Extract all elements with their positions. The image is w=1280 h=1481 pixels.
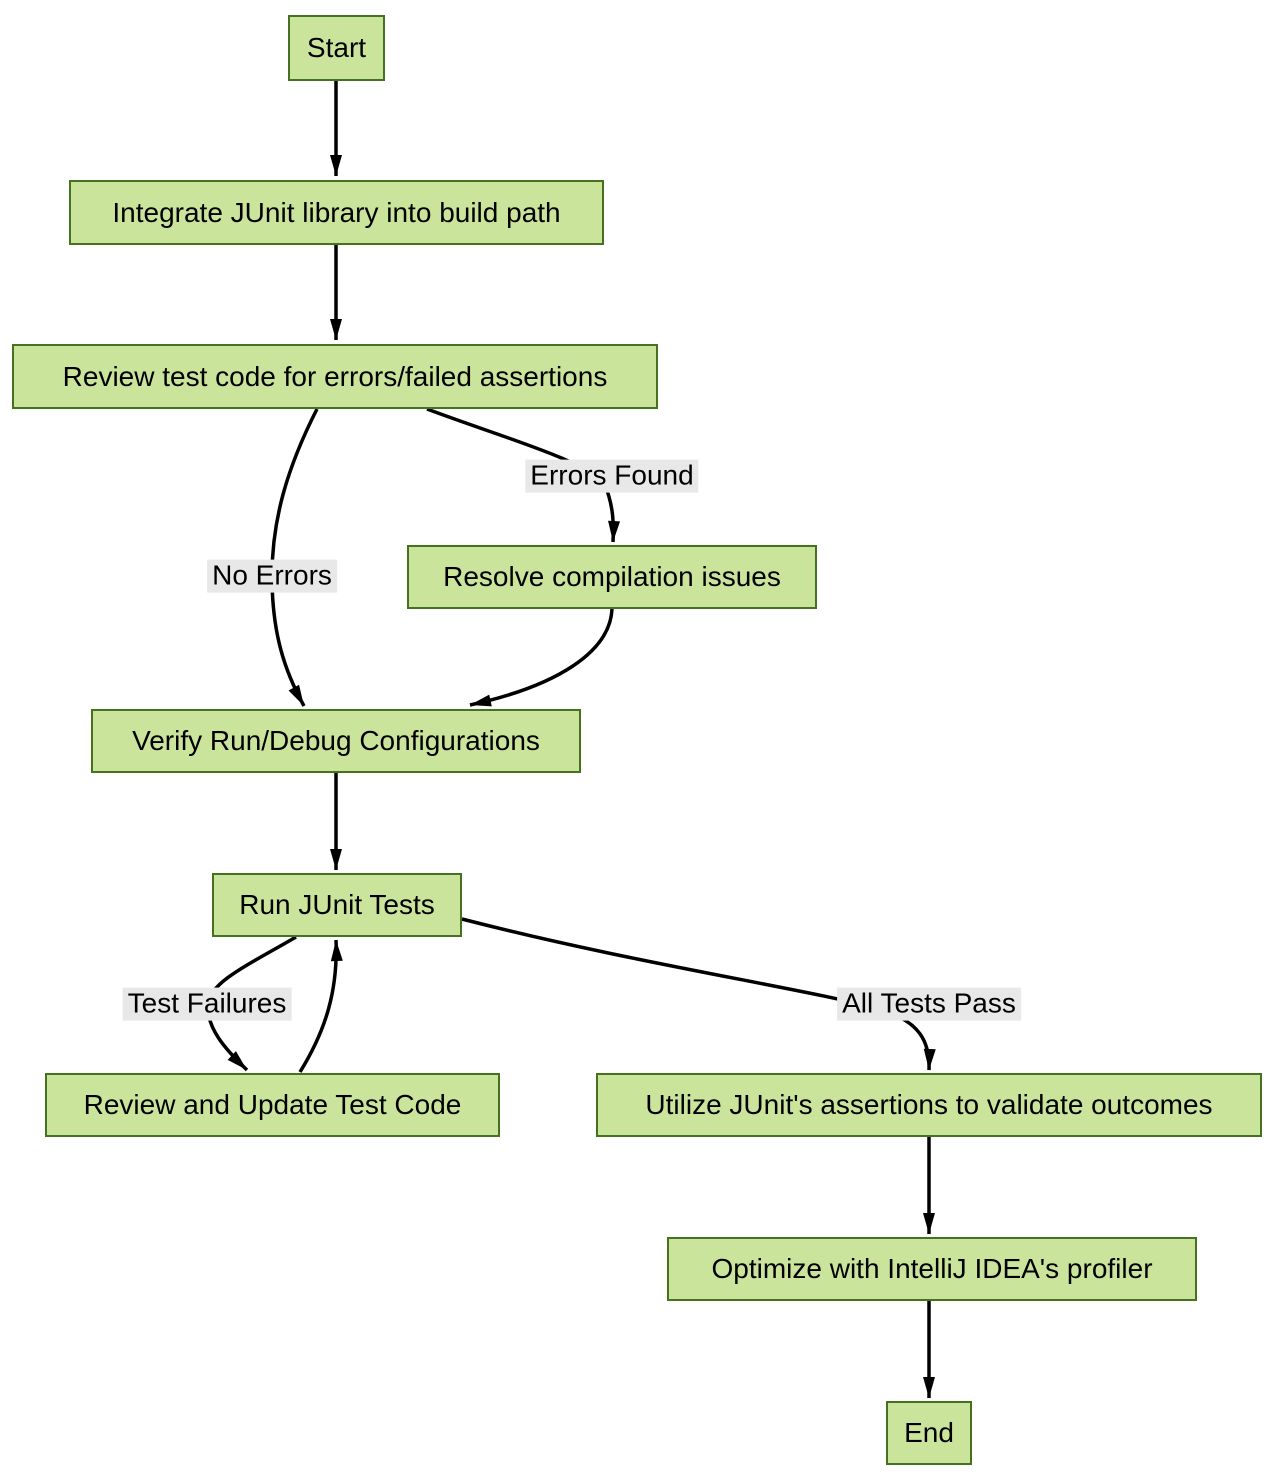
edge-label-test-failures: Test Failures: [122, 987, 292, 1021]
node-start: Start: [288, 15, 385, 81]
edge-label-all-tests-pass: All Tests Pass: [837, 987, 1021, 1021]
node-review-update-test-code: Review and Update Test Code: [45, 1073, 500, 1137]
node-verify-configurations: Verify Run/Debug Configurations: [91, 709, 581, 773]
edge-review-verify: [270, 408, 319, 707]
edge-resolve-verify: [469, 608, 614, 707]
edge-label-errors-found: Errors Found: [525, 459, 699, 493]
node-optimize-profiler: Optimize with IntelliJ IDEA's profiler: [667, 1237, 1197, 1301]
node-resolve-compilation: Resolve compilation issues: [407, 545, 817, 609]
edge-reviewupdate-run: [298, 939, 343, 1073]
node-utilize-assertions: Utilize JUnit's assertions to validate o…: [596, 1073, 1262, 1137]
node-end: End: [886, 1401, 972, 1465]
node-integrate-junit: Integrate JUnit library into build path: [69, 180, 604, 245]
node-run-junit-tests: Run JUnit Tests: [212, 873, 462, 937]
edge-run-utilize: [461, 917, 936, 1071]
node-review-test-code: Review test code for errors/failed asser…: [12, 344, 658, 409]
edge-label-no-errors: No Errors: [207, 559, 337, 593]
